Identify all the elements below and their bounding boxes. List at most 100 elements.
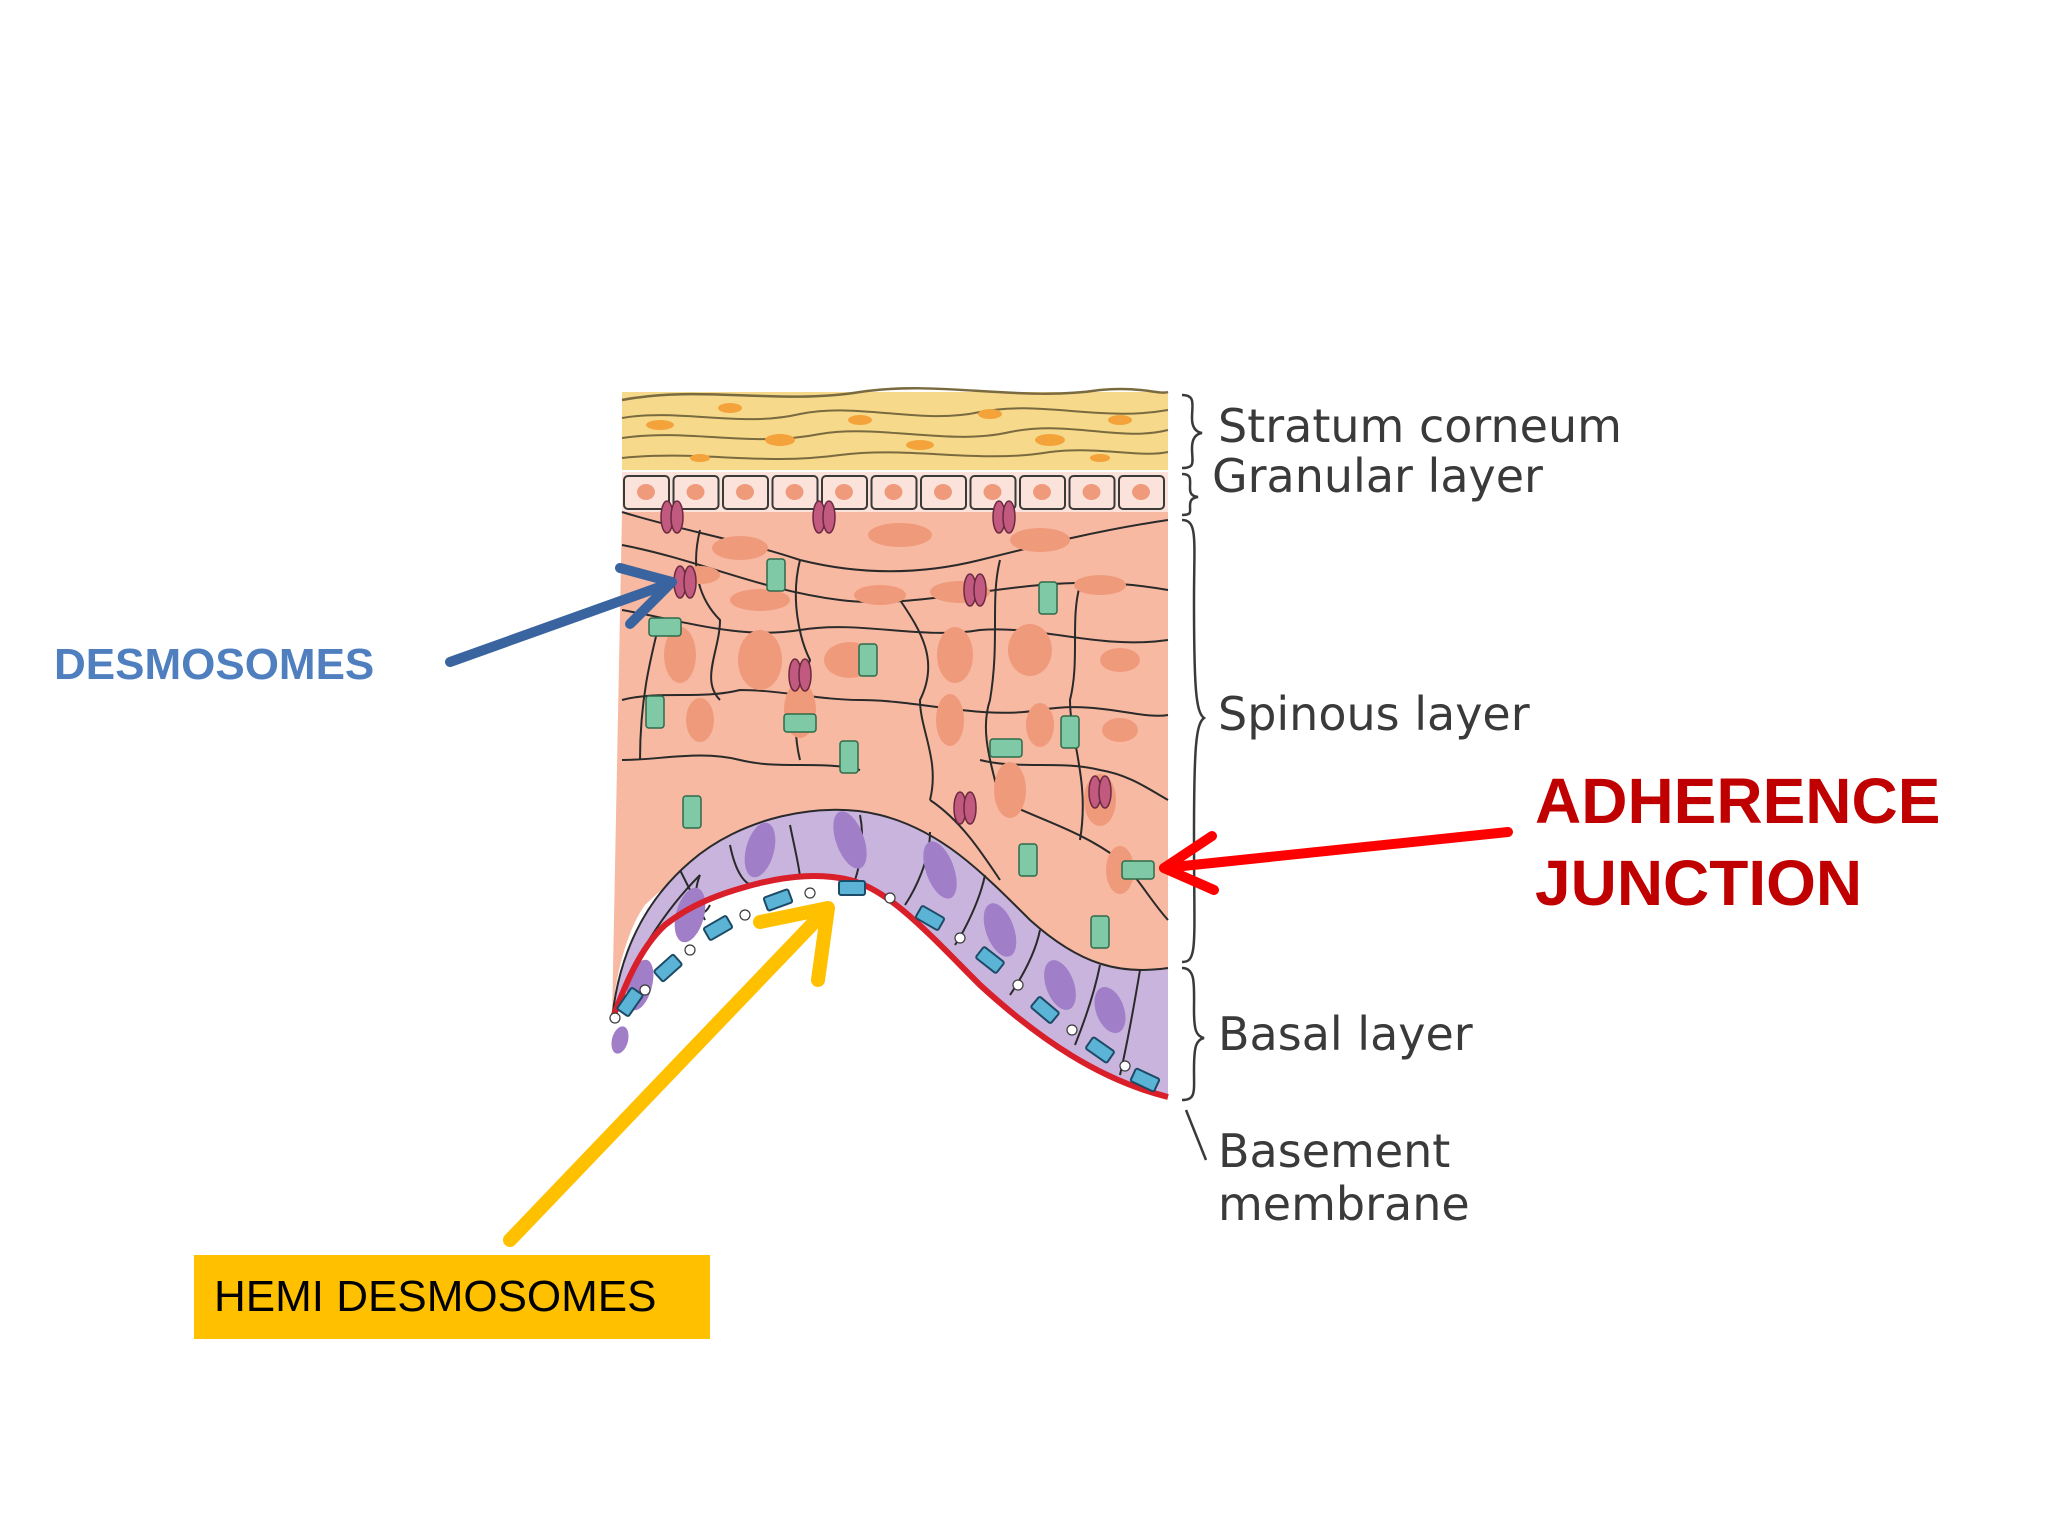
spinous-nucleus — [854, 585, 906, 605]
spinous-nucleus — [730, 589, 790, 611]
adherence-junction-icon — [858, 643, 878, 677]
desmosome-arrow-icon — [445, 563, 677, 667]
adherence-line-2: JUNCTION — [1535, 847, 1863, 919]
hemidesmosome-icon — [616, 987, 644, 1017]
adherence-junction-icon — [1090, 915, 1110, 949]
basement-leader-line — [1184, 1109, 1208, 1161]
label-spinous-layer: Spinous layer — [1218, 687, 1530, 741]
adherence-junction-icon — [645, 695, 665, 729]
spinous-nucleus — [664, 627, 696, 683]
granular-nucleus — [884, 484, 903, 500]
adherence-arrow-icon — [1159, 827, 1513, 895]
membrane-dot — [1066, 1024, 1078, 1036]
granular-nucleus — [1132, 484, 1150, 500]
spinous-nucleus — [937, 627, 973, 683]
membrane-dot — [954, 932, 966, 944]
basal-cell-border — [1009, 929, 1041, 996]
hemidesmosome-icon — [975, 946, 1005, 974]
label-basement: Basement — [1218, 1124, 1451, 1178]
spinous-cell-border — [899, 599, 934, 801]
basement-membrane — [609, 873, 1169, 1100]
granular-nucleus — [934, 484, 952, 500]
spinous-nucleus — [686, 698, 714, 742]
spinous-nucleus — [1010, 528, 1070, 552]
spinous-cell-border — [929, 799, 1001, 881]
hemidesmosomes-label: HEMI DESMOSOMES — [214, 1272, 657, 1321]
membrane-dot — [684, 944, 696, 956]
basal-nucleus — [611, 1026, 629, 1054]
desmosome-icon — [1002, 500, 1016, 534]
basal-nucleus — [1094, 986, 1126, 1034]
spinous-nucleus — [1100, 648, 1140, 672]
stratum-corneum-layer — [621, 387, 1169, 470]
adherence-junction-icon — [682, 795, 702, 829]
basal-nucleus — [1044, 960, 1076, 1010]
basal-nucleus — [923, 841, 957, 899]
spinous-nucleus — [868, 523, 932, 547]
membrane-dot — [884, 892, 896, 904]
membrane-dot — [804, 887, 816, 899]
adherence-junction-icon — [766, 558, 786, 592]
membrane-dot — [739, 909, 751, 921]
spinous-cell-border — [984, 559, 1001, 801]
basal-cell-border — [904, 831, 931, 906]
basal-cell-border — [1074, 964, 1101, 1046]
granular-nucleus — [686, 484, 705, 500]
brace-granular-icon — [1181, 472, 1199, 517]
desmosome-icon — [798, 658, 812, 692]
spinous-nucleus — [936, 694, 964, 746]
spinous-nucleus — [1074, 575, 1126, 595]
spinous-nucleus — [994, 762, 1026, 818]
hemidesmosome-icon — [914, 905, 946, 931]
membrane-dot — [609, 1012, 621, 1024]
adherence-junction-icon — [1018, 843, 1038, 877]
granular-nucleus — [736, 484, 754, 500]
desmosome-icon — [670, 500, 684, 534]
hemidesmosome-icon — [653, 953, 683, 983]
adherence-line-1: ADHERENCE — [1535, 765, 1941, 837]
basal-nucleus — [833, 811, 867, 869]
desmosome-icon — [973, 573, 987, 607]
adherence-junction-label: ADHERENCE JUNCTION — [1535, 760, 1940, 924]
basal-cell-border — [611, 861, 691, 1021]
spinous-nucleus — [738, 630, 782, 690]
basal-cell-border — [689, 808, 1169, 971]
granular-nucleus — [785, 484, 804, 500]
brace-spinous-icon — [1181, 518, 1207, 964]
desmosomes-label: DESMOSOMES — [54, 640, 375, 689]
label-stratum-corneum: Stratum corneum — [1218, 399, 1622, 453]
brace-corneum-icon — [1181, 393, 1203, 470]
hemidesmosome-icon — [838, 880, 866, 896]
spinous-cell-border — [1068, 584, 1084, 841]
desmosome-icon — [822, 500, 836, 534]
membrane-dot — [639, 984, 651, 996]
label-membrane: membrane — [1218, 1177, 1470, 1231]
label-basal-layer: Basal layer — [1218, 1007, 1473, 1061]
spinous-nucleus — [1008, 624, 1052, 676]
hemidesmosome-icon — [1085, 1036, 1115, 1064]
basal-nucleus — [744, 822, 776, 878]
hemidesmosome-icon — [702, 915, 734, 941]
spinous-cell-border — [695, 529, 722, 701]
spinous-cell-border — [621, 609, 1169, 644]
adherence-junction-icon — [989, 738, 1023, 758]
spinous-cell-border — [621, 688, 1169, 717]
spinous-nucleus — [1102, 718, 1138, 742]
hemidesmosome-icon — [1030, 996, 1060, 1024]
granular-nucleus — [1082, 484, 1101, 500]
membrane-dot — [1119, 1060, 1131, 1072]
label-granular-layer: Granular layer — [1212, 449, 1543, 503]
spinous-nucleus — [1026, 703, 1054, 747]
hemidesmosome-icon — [1129, 1067, 1161, 1093]
spinous-nucleus — [712, 536, 768, 560]
hemidesmosome-icon — [762, 888, 794, 912]
basal-nucleus — [983, 903, 1017, 957]
brace-basal-icon — [1181, 966, 1205, 1102]
adherence-junction-icon — [839, 740, 859, 774]
spinous-cell-border — [621, 754, 861, 771]
hemidesmosome-arrow-icon — [503, 901, 835, 1247]
adherence-junction-icon — [1121, 860, 1155, 880]
membrane-dot — [1012, 979, 1024, 991]
hemidesmosomes-box: HEMI DESMOSOMES — [194, 1255, 710, 1339]
